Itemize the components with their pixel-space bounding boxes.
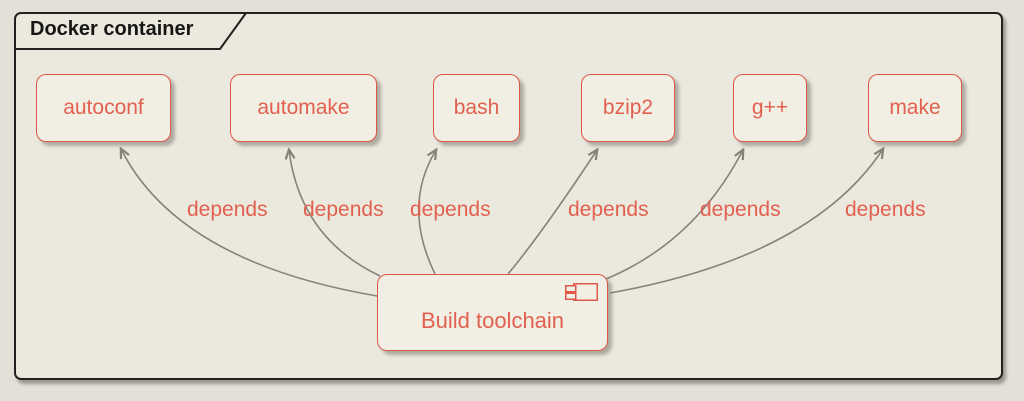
node-autoconf-label: autoconf bbox=[63, 96, 144, 119]
node-gpp: g++ bbox=[733, 74, 807, 142]
uml-component-icon bbox=[565, 283, 598, 301]
node-build-toolchain-label: Build toolchain bbox=[420, 308, 565, 333]
node-gpp-label: g++ bbox=[751, 96, 789, 119]
package-title: Docker container bbox=[30, 18, 194, 40]
node-automake: automake bbox=[230, 74, 377, 142]
node-bzip2-label: bzip2 bbox=[602, 96, 654, 119]
edge-label-depends-automake: depends bbox=[303, 198, 384, 221]
node-autoconf: autoconf bbox=[36, 74, 171, 142]
node-make: make bbox=[868, 74, 962, 142]
node-bzip2: bzip2 bbox=[581, 74, 675, 142]
edge-label-depends-gpp: depends bbox=[700, 198, 781, 221]
node-bash-label: bash bbox=[453, 96, 500, 119]
edge-label-depends-autoconf: depends bbox=[187, 198, 268, 221]
edge-label-depends-bzip2: depends bbox=[568, 198, 649, 221]
node-automake-label: automake bbox=[257, 96, 350, 119]
node-bash: bash bbox=[433, 74, 520, 142]
edge-label-depends-bash: depends bbox=[410, 198, 491, 221]
node-make-label: make bbox=[889, 96, 941, 119]
edge-label-depends-make: depends bbox=[845, 198, 926, 221]
node-build-toolchain: Build toolchain bbox=[377, 274, 608, 351]
